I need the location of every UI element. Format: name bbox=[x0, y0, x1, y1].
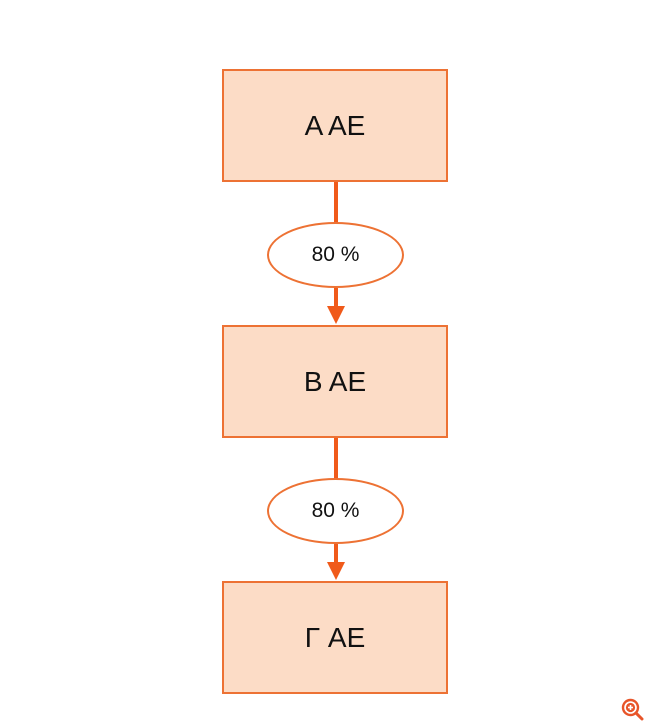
node-b-label: B AE bbox=[303, 365, 367, 397]
arrowhead-down-icon bbox=[327, 306, 345, 324]
connector-b-c-top bbox=[334, 438, 338, 480]
edge-label-a-b-text: 80 % bbox=[311, 243, 360, 266]
edge-label-b-c: 80 % bbox=[267, 478, 404, 544]
connector-a-b-top bbox=[334, 182, 338, 224]
edge-label-b-c-text: 80 % bbox=[311, 499, 360, 522]
connector-a-b-bottom bbox=[334, 288, 338, 308]
node-c: Γ AE bbox=[222, 581, 448, 694]
node-b: B AE bbox=[222, 325, 448, 438]
node-a: A AE bbox=[222, 69, 448, 182]
connector-b-c-bottom bbox=[334, 544, 338, 564]
node-a-label: A AE bbox=[304, 109, 366, 141]
arrowhead-down-icon bbox=[327, 562, 345, 580]
zoom-in-button[interactable] bbox=[620, 697, 646, 723]
edge-label-a-b: 80 % bbox=[267, 222, 404, 288]
zoom-in-icon bbox=[621, 698, 644, 721]
node-c-label: Γ AE bbox=[304, 621, 366, 653]
